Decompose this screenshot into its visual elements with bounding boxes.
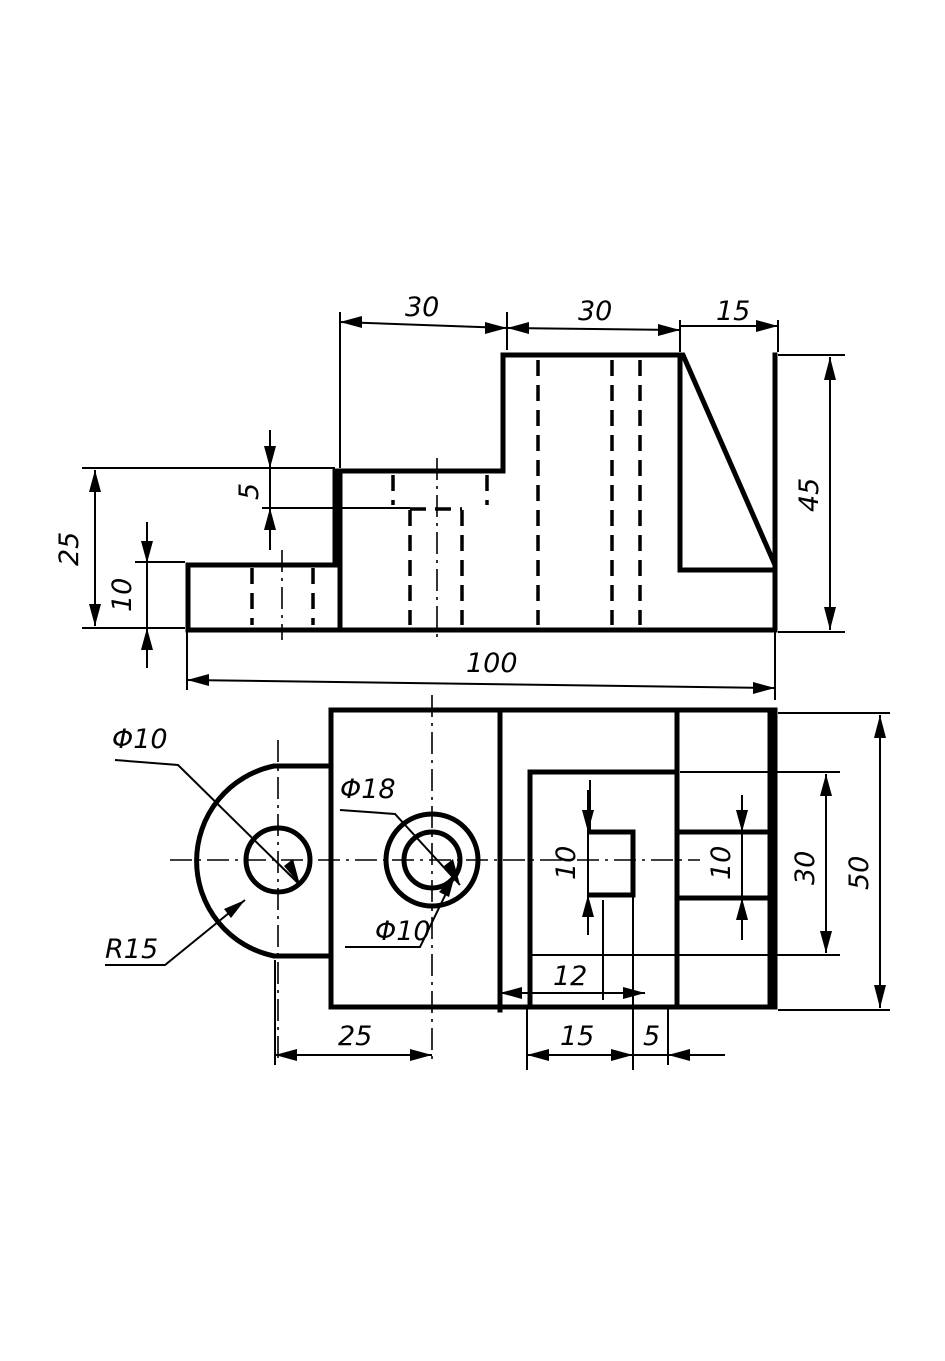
dim-line-100	[186, 679, 776, 689]
dim-label-100: 100	[466, 648, 518, 679]
label-phi10-left: Φ10	[112, 724, 168, 755]
arrow	[500, 987, 522, 999]
label-dim-5: 5	[643, 1021, 660, 1052]
arrow	[824, 607, 836, 630]
arrow	[874, 715, 886, 738]
top-view: Φ10 Φ18 Φ10 R15 25 10 10 30 50 12 15 5	[105, 695, 890, 1070]
slot-notch	[587, 829, 636, 898]
arrow	[340, 316, 362, 328]
label-dim-10-right: 10	[706, 846, 737, 880]
arrow	[187, 674, 209, 686]
arrow	[89, 470, 101, 492]
label-dim-30: 30	[790, 851, 821, 885]
arrow	[611, 1049, 633, 1061]
dim-label-25: 25	[54, 532, 85, 566]
label-dim-25: 25	[338, 1021, 372, 1052]
arrow	[756, 320, 778, 332]
label-phi10-right: Φ10	[375, 916, 431, 947]
arrow	[527, 1049, 549, 1061]
arrow	[284, 859, 300, 885]
label-dim-50: 50	[844, 856, 875, 890]
arrow	[410, 1049, 432, 1061]
dim-label-10: 10	[107, 578, 138, 612]
arrow	[820, 774, 832, 796]
arrow	[89, 604, 101, 626]
label-dim-10-slot: 10	[551, 846, 582, 880]
front-extension-lines	[82, 312, 845, 700]
arrow	[141, 541, 153, 563]
leader-r15	[105, 899, 246, 966]
arrow	[264, 508, 276, 530]
dim-label-5: 5	[234, 483, 265, 500]
dim-label-30-right: 30	[578, 296, 612, 327]
label-phi18: Φ18	[340, 774, 396, 805]
top-extension-lines	[274, 712, 890, 1070]
front-view-triangle-cut	[677, 354, 778, 573]
arrow	[658, 324, 680, 336]
arrow	[507, 322, 529, 334]
arrow	[275, 1049, 297, 1061]
arrow	[224, 900, 245, 918]
arrow	[668, 1049, 690, 1061]
slot-outline	[527, 769, 680, 1007]
arrow	[623, 987, 645, 999]
arrow	[753, 682, 775, 694]
front-view: 30 30 15 45 25 10 5 100	[54, 292, 845, 700]
dim-label-30-left: 30	[405, 292, 439, 323]
arrow	[485, 322, 507, 334]
arrow	[824, 357, 836, 380]
arrow	[264, 446, 276, 468]
arrow	[439, 875, 455, 897]
leader-phi10-right	[345, 874, 456, 948]
top-view-lug	[194, 763, 334, 959]
right-pocket	[674, 829, 773, 901]
top-view-body	[328, 707, 778, 1010]
front-view-hidden-lines	[250, 360, 642, 625]
dim-label-45: 45	[794, 478, 825, 512]
dim-line-30-left	[339, 321, 508, 329]
arrow	[874, 985, 886, 1008]
arrow	[141, 628, 153, 650]
leader-phi18	[339, 809, 461, 886]
dim-line-30-right	[506, 327, 681, 331]
label-dim-12: 12	[553, 961, 587, 992]
front-view-outline	[185, 352, 778, 633]
label-dim-15: 15	[560, 1021, 594, 1052]
arrow	[736, 898, 748, 920]
arrow	[582, 810, 594, 832]
label-r15: R15	[105, 934, 158, 965]
dim-label-15-top: 15	[716, 296, 750, 327]
leader-phi10-left	[114, 759, 301, 886]
arrow	[444, 859, 460, 885]
arrow	[736, 810, 748, 832]
arrow	[582, 895, 594, 917]
arrow	[820, 931, 832, 953]
